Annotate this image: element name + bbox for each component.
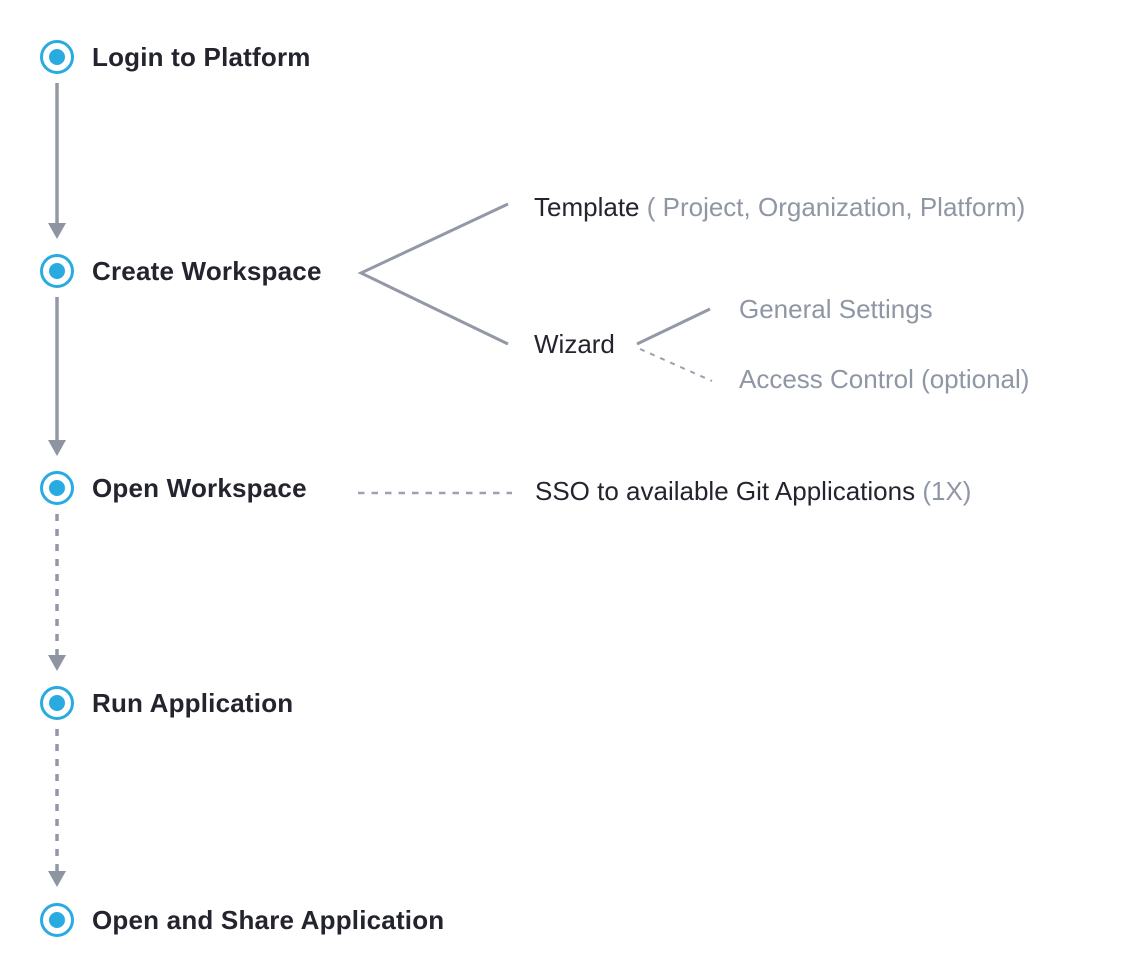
sso-note: (1X) [915,476,972,507]
create-workspace-branch-lines [357,202,509,346]
step-create-workspace: Create Workspace [40,254,322,288]
step-label: Run Application [92,687,294,718]
sso-annotation: SSO to available Git Applications (1X) [535,476,972,507]
step-label: Open Workspace [92,472,307,503]
arrow-create-to-open [48,297,66,456]
arrow-open-to-run [48,514,66,671]
step-radio-icon [40,254,74,288]
access-control-label: Access Control (optional) [739,364,1030,395]
step-radio-icon [40,903,74,937]
step-radio-icon [40,471,74,505]
step-label: Open and Share Application [92,904,445,935]
wizard-annotation: Wizard [534,329,615,360]
sso-label: SSO to available Git Applications [535,476,916,507]
template-label: Template [534,192,640,223]
step-open-workspace: Open Workspace [40,471,307,505]
template-annotation: Template ( Project, Organization, Platfo… [534,192,1026,223]
general-settings-label: General Settings [739,294,933,325]
general-settings-annotation: General Settings [739,294,933,325]
step-radio-icon [40,40,74,74]
step-open-and-share-application: Open and Share Application [40,903,444,937]
step-radio-icon [40,686,74,720]
wizard-label: Wizard [534,329,615,360]
wizard-to-access-control-line [639,348,713,382]
step-login-to-platform: Login to Platform [40,40,311,74]
step-label: Login to Platform [92,41,311,72]
access-control-annotation: Access Control (optional) [739,364,1030,395]
arrow-run-to-share [48,729,66,887]
arrow-login-to-create [48,83,66,239]
step-label: Create Workspace [92,255,322,286]
template-note: ( Project, Organization, Platform) [639,192,1026,223]
wizard-to-general-settings-line [636,307,711,346]
step-run-application: Run Application [40,686,293,720]
